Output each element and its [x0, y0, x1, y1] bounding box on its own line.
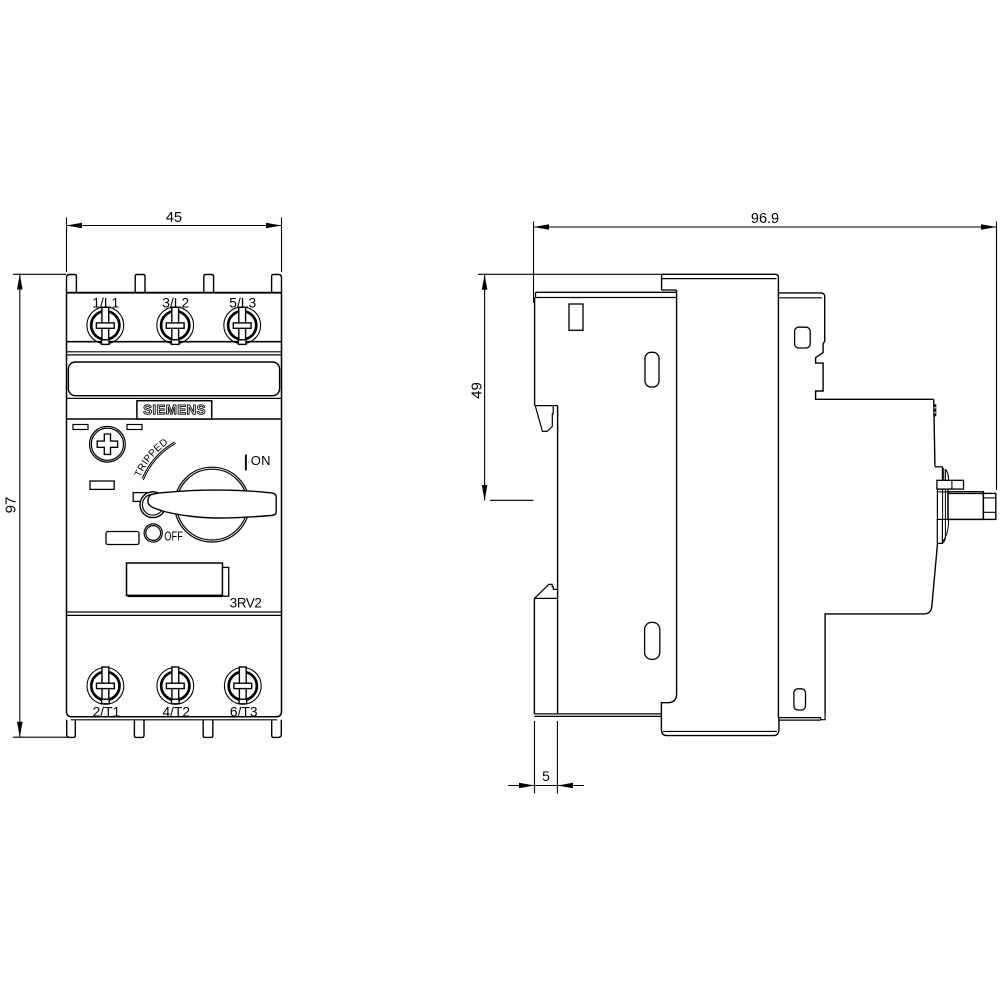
svg-text:96.9: 96.9: [751, 211, 779, 227]
svg-text:5: 5: [542, 768, 550, 784]
svg-text:2/T1: 2/T1: [93, 705, 121, 720]
svg-text:3/L2: 3/L2: [162, 296, 189, 311]
svg-text:OFF: OFF: [164, 530, 183, 544]
svg-text:6/T3: 6/T3: [230, 705, 258, 720]
svg-text:ON: ON: [251, 453, 271, 468]
svg-text:49: 49: [469, 382, 486, 399]
svg-text:4/T2: 4/T2: [162, 705, 190, 720]
svg-text:5/L3: 5/L3: [229, 296, 256, 311]
svg-text:45: 45: [166, 210, 182, 226]
svg-text:1/L1: 1/L1: [92, 296, 119, 311]
svg-text:97: 97: [3, 497, 20, 514]
svg-text:3RV2: 3RV2: [230, 596, 262, 611]
